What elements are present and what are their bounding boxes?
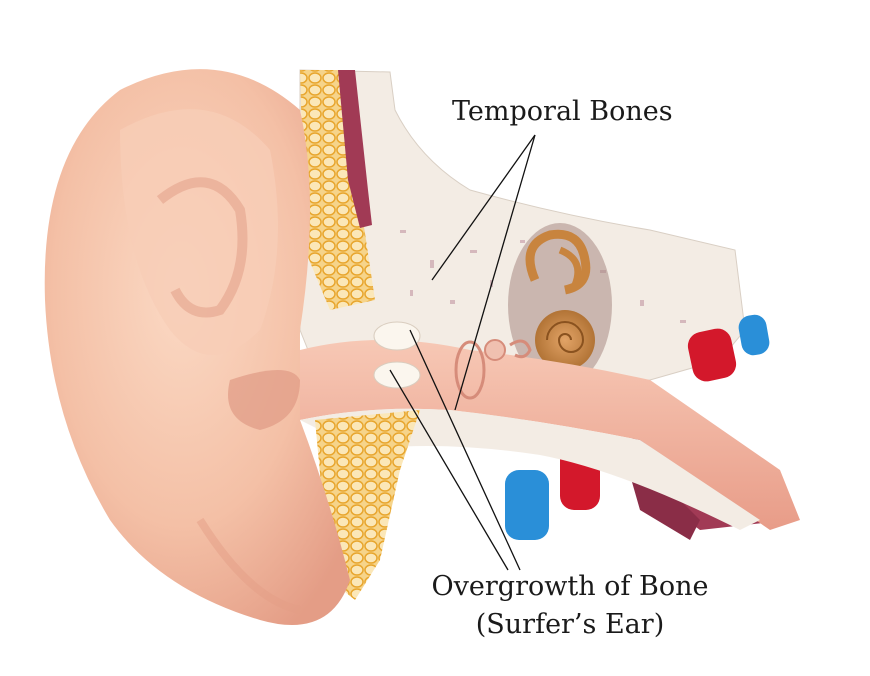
middle-ear <box>454 339 532 400</box>
outer-ear-pinna <box>44 69 351 625</box>
leader-lines <box>389 134 536 571</box>
overgrowth-label-line1: Overgrowth of Bone <box>431 571 709 602</box>
overgrowth-label-line2: (Surfer’s Ear) <box>475 609 665 640</box>
temporal-bones-label: Temporal Bones <box>452 96 673 127</box>
cochlea <box>508 223 612 387</box>
overgrowth-label: Overgrowth of Bone (Surfer’s Ear) <box>420 568 720 644</box>
exostoses <box>373 321 421 389</box>
upper-tissue <box>300 70 375 310</box>
ear-canal <box>300 340 800 530</box>
